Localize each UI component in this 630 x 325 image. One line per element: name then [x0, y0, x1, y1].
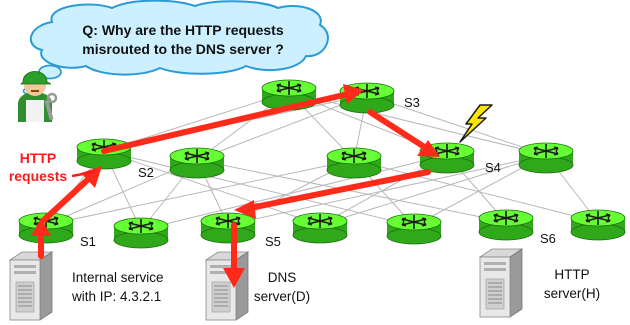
router-s2: [76, 138, 132, 170]
router-mid-2: [169, 147, 225, 179]
dns-server-label-2: server(D): [254, 289, 310, 304]
router-label-s5: S5: [265, 234, 281, 249]
router-label-s4: S4: [485, 160, 501, 175]
router-label-s6: S6: [540, 231, 556, 246]
http-requests-pointer: [71, 170, 95, 178]
internal-server-icon: [9, 251, 53, 321]
misrouted-path: [38, 91, 431, 273]
lightning-icon: [459, 104, 493, 143]
internal-service-label-1: Internal service: [72, 270, 164, 285]
router-label-s1: S1: [80, 234, 96, 249]
link-lines: [45, 91, 599, 231]
question-line-1: Q: Why are the HTTP requests: [82, 22, 283, 38]
router-mid-3: [326, 147, 382, 179]
internal-service-label-2: with IP: 4.3.2.1: [71, 289, 161, 304]
router-bottom-7: [570, 209, 626, 241]
http-server-label-2: server(H): [544, 286, 600, 301]
dns-server-icon: [205, 251, 249, 321]
question-cloud: Q: Why are the HTTP requests misrouted t…: [22, 0, 329, 95]
router-s6: [478, 209, 534, 241]
http-requests-label-2: requests: [9, 168, 68, 184]
router-bottom-5: [386, 213, 442, 245]
router-label-s2: S2: [138, 165, 154, 180]
technician-icon: [18, 71, 58, 122]
router-mid-5: [518, 142, 574, 174]
path-arrowheads: [31, 84, 440, 288]
router-bottom-2: [113, 217, 169, 249]
router-bottom-4: [292, 212, 348, 244]
router-s5: [200, 212, 256, 244]
router-label-s3: S3: [404, 95, 420, 110]
question-line-2: misrouted to the DNS server ?: [82, 41, 284, 57]
http-server-label-1: HTTP: [554, 267, 589, 282]
http-server-icon: [479, 248, 523, 318]
http-requests-label-1: HTTP: [20, 150, 57, 166]
dns-server-label-1: DNS: [268, 270, 297, 285]
